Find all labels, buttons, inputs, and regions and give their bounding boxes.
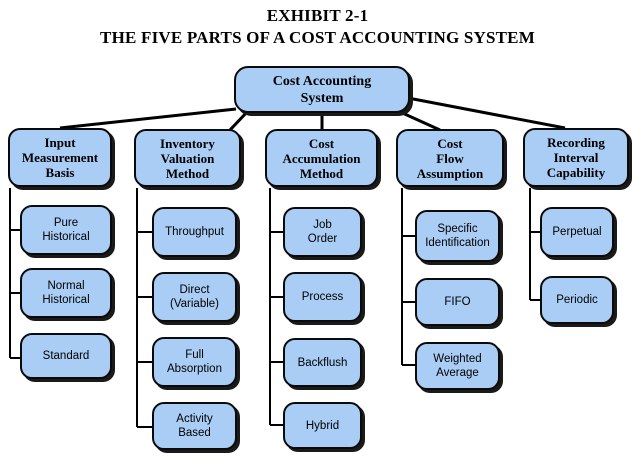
header-cost-flow-assumption: Cost Flow Assumption: [396, 129, 504, 187]
connector-root-inventory: [228, 109, 250, 132]
header-label: Input Measurement Basis: [21, 135, 99, 180]
leaf-label: Hybrid: [305, 419, 340, 432]
header-inventory-valuation-method: Inventory Valuation Method: [134, 129, 241, 187]
connector-root-recording: [407, 96, 566, 130]
leaf-label: Pure Historical: [42, 217, 90, 243]
leaf-label: Full Absorption: [167, 349, 222, 375]
leaf-weighted-average: Weighted Average: [415, 342, 500, 390]
leaf-normal-historical: Normal Historical: [20, 268, 112, 318]
leaf-label: Periodic: [556, 294, 598, 306]
leaf-perpetual: Perpetual: [540, 207, 614, 257]
header-cost-accumulation-method: Cost Accumulation Method: [265, 129, 378, 187]
leaf-throughput: Throughput: [152, 207, 237, 257]
header-label: Cost Flow Assumption: [416, 135, 484, 181]
leaf-pure-historical: Pure Historical: [20, 205, 112, 255]
leaf-label: Throughput: [165, 226, 224, 238]
header-recording-interval-capability: Recording Interval Capability: [523, 128, 629, 187]
leaf-activity-based: Activity Based: [152, 402, 237, 450]
leaf-label: Specific Identification: [425, 223, 490, 249]
leaf-label: Activity Based: [176, 413, 213, 439]
leaf-job-order: Job Order: [283, 207, 362, 257]
leaf-label: Perpetual: [552, 226, 602, 238]
header-input-measurement-basis: Input Measurement Basis: [8, 128, 112, 187]
leaf-process: Process: [283, 272, 362, 322]
connector-root-input: [59, 107, 237, 130]
leaf-backflush: Backflush: [283, 338, 362, 387]
leaf-direct-variable: Direct (Variable): [152, 272, 237, 322]
leaf-fifo: FIFO: [415, 278, 500, 326]
header-label: Recording Interval Capability: [546, 135, 606, 180]
leaf-full-absorption: Full Absorption: [152, 337, 237, 387]
connector-root-flow: [397, 109, 441, 132]
exhibit-label: EXHIBIT 2-1: [266, 6, 369, 25]
leaf-label: FIFO: [444, 296, 471, 308]
root-node-cost-accounting-system: Cost Accounting System: [234, 66, 410, 113]
header-label: Inventory Valuation Method: [160, 135, 215, 181]
leaf-standard: Standard: [20, 333, 112, 379]
leaf-periodic: Periodic: [540, 276, 614, 324]
root-node-label: Cost Accounting System: [272, 73, 372, 106]
leaf-label: Weighted Average: [433, 353, 482, 379]
header-label: Cost Accumulation Method: [282, 135, 361, 181]
leaf-label: Job Order: [307, 219, 338, 245]
leaf-label: Backflush: [297, 356, 348, 369]
leaf-specific-identification: Specific Identification: [415, 210, 500, 262]
diagram-title: THE FIVE PARTS OF A COST ACCOUNTING SYST…: [100, 28, 535, 47]
leaf-label: Direct (Variable): [170, 284, 219, 310]
leaf-hybrid: Hybrid: [283, 402, 362, 449]
leaf-label: Process: [301, 291, 344, 303]
leaf-label: Normal Historical: [42, 280, 90, 306]
leaf-label: Standard: [42, 350, 90, 362]
